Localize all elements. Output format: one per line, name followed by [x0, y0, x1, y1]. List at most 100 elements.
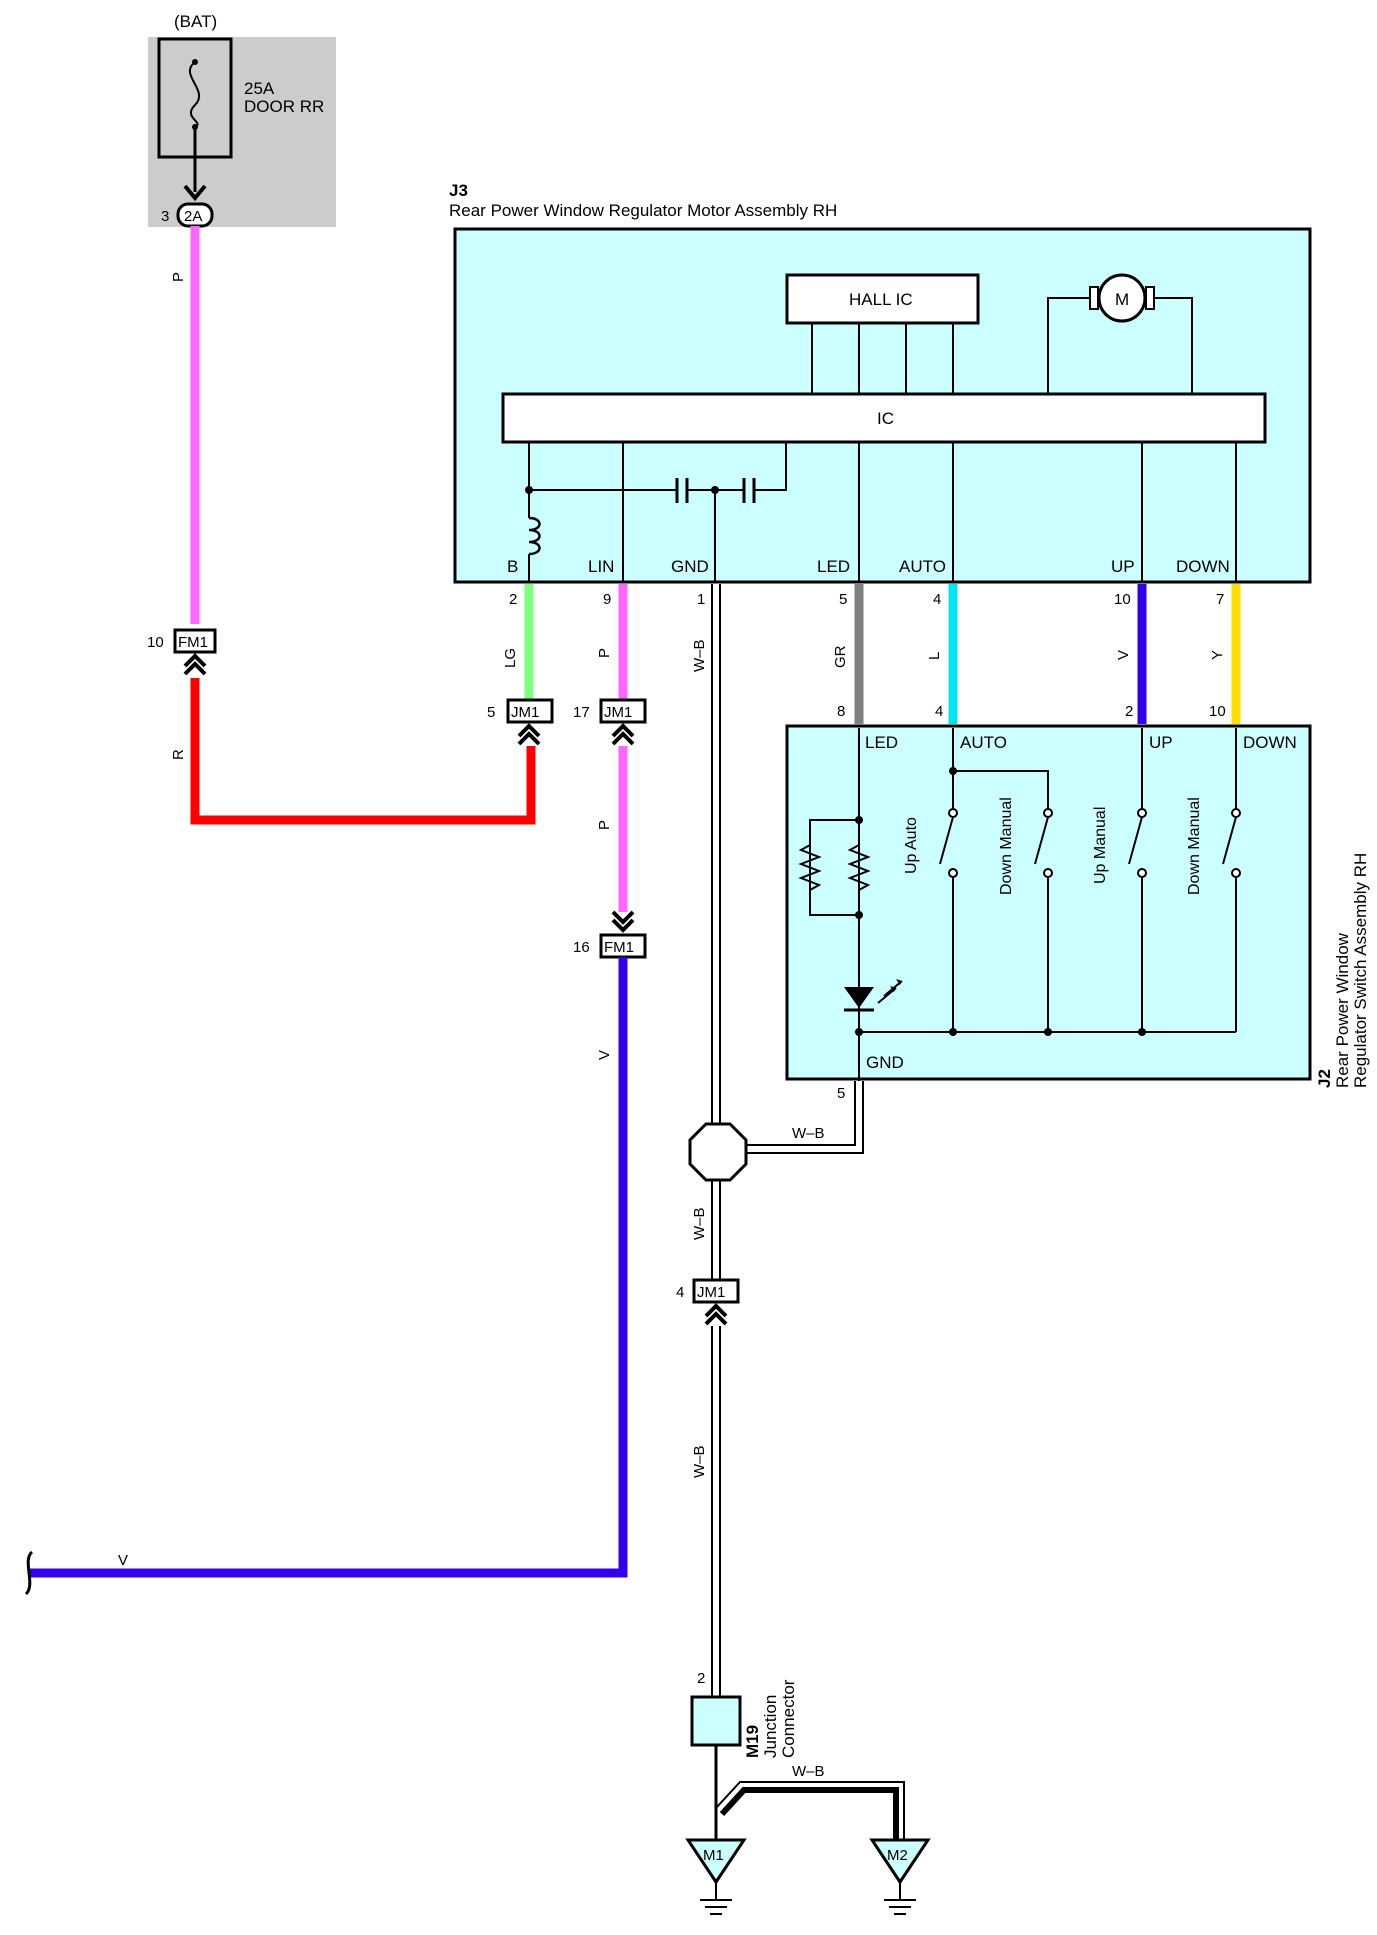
junction-name-2: Connector: [779, 1679, 798, 1758]
switch-assembly-name-1: Rear Power Window: [1333, 932, 1352, 1088]
led-ray-head-1: [890, 986, 896, 992]
switch-down-manual-2-icon: [1222, 816, 1237, 865]
jm1-gnd-arrow2-icon: [704, 1311, 728, 1326]
switch-up-auto-label: Up Auto: [903, 817, 920, 874]
pin-gnd: 1: [697, 591, 705, 608]
jm1-p-arrow2-icon: [611, 731, 635, 746]
ground-m1-label: M1: [703, 1847, 724, 1864]
switch-pin-auto: 4: [935, 703, 943, 720]
switch-label-led: LED: [865, 733, 898, 752]
fuse-connector-label: 2A: [184, 208, 202, 225]
wire-label-wb-splice: W–B: [792, 1125, 825, 1142]
ic-box: [501, 392, 1267, 444]
hall-ic-label: HALL IC: [849, 290, 913, 309]
junction-connector-box: [690, 1695, 742, 1747]
switch-gnd-pin: 5: [837, 1085, 845, 1102]
fuse-area-background: [148, 37, 336, 227]
connector-jm1-gnd-pin: 4: [676, 1284, 684, 1301]
switch-assembly-name-2: Regulator Switch Assembly RH: [1351, 853, 1370, 1088]
ground-m1-icon: [685, 1838, 747, 1885]
wire-label-v-left: V: [118, 1552, 128, 1569]
connector-fm1-a: [173, 628, 217, 654]
terminal-label-auto: AUTO: [899, 557, 946, 576]
switch-pin-down: 10: [1209, 703, 1226, 720]
wire-label-p-top: P: [170, 272, 187, 282]
motor-lead-right: [1148, 297, 1193, 394]
pin-led: 5: [839, 591, 847, 608]
wire-label-p-lin: P: [596, 648, 613, 658]
fuse-terminal-top: [192, 59, 198, 65]
switch-up-manual-icon: [1128, 816, 1143, 865]
terminal-label-lin: LIN: [588, 557, 614, 576]
switch-down-manual-2-label: Down Manual: [1186, 797, 1203, 895]
terminal-label-down: DOWN: [1176, 557, 1230, 576]
jm1-lg-arrow2-icon: [517, 731, 541, 746]
connector-jm1-lg: [506, 698, 554, 724]
fuse-element-icon: [188, 61, 201, 128]
wire-wb-ground-outer: [715, 1781, 905, 1840]
switch-up-manual-label: Up Manual: [1092, 807, 1109, 884]
connector-jm1-gnd-name: JM1: [697, 1284, 725, 1301]
splice-point-icon: [688, 1122, 748, 1182]
power-source-label: (BAT): [174, 12, 217, 31]
cap-lead-right: [754, 442, 787, 491]
wire-v: [30, 957, 628, 1578]
wire-label-gr: GR: [832, 645, 849, 668]
jm1-lg-arrow-icon: [517, 723, 541, 738]
connector-jm1-p: [599, 698, 647, 724]
switch-label-up: UP: [1149, 733, 1173, 752]
wire-label-wb-c: W–B: [691, 1445, 708, 1478]
jm1-gnd-arrow-icon: [704, 1303, 728, 1318]
motor-lead-left: [1047, 297, 1096, 394]
connector-jm1-lg-pin: 5: [487, 704, 495, 721]
junction-pin: 2: [697, 1670, 705, 1687]
pin-auto: 4: [933, 591, 941, 608]
wire-label-wb-b: W–B: [691, 1207, 708, 1240]
connector-fm1-a-name: FM1: [178, 634, 208, 651]
switch-up-manual-bottom: [1137, 868, 1147, 878]
switch-assembly-code: J2: [1315, 1069, 1334, 1088]
terminal-label-b: B: [507, 557, 518, 576]
fuse-connector-pin: 3: [161, 208, 169, 225]
wire-label-p-mid: P: [596, 820, 613, 830]
hall-ic-box: [785, 273, 980, 325]
connector-jm1-p-name: JM1: [604, 704, 632, 721]
wire-break-icon: [24, 1550, 34, 1596]
switch-down-manual-1-icon: [1034, 816, 1049, 865]
pin-lin: 9: [603, 591, 611, 608]
connector-jm1-lg-name: JM1: [511, 704, 539, 721]
fm1-b-arrow2-icon: [611, 918, 635, 933]
motor-assembly-name: Rear Power Window Regulator Motor Assemb…: [449, 201, 837, 220]
switch-label-auto: AUTO: [960, 733, 1007, 752]
junction-code: M19: [743, 1725, 762, 1758]
led-junction-mid: [855, 911, 863, 919]
switch-up-auto-top: [948, 808, 958, 818]
wire-r: [190, 678, 536, 825]
motor-brush-left: [1089, 286, 1099, 310]
switch-pin-up: 2: [1125, 703, 1133, 720]
ground-m2-icon: [869, 1838, 931, 1885]
switch-down-manual-2-top: [1231, 808, 1241, 818]
switch-label-down: DOWN: [1243, 733, 1297, 752]
connector-jm1-gnd: [692, 1278, 740, 1304]
switch-up-auto-icon: [939, 816, 954, 865]
pin-up: 10: [1114, 591, 1131, 608]
connector-jm1-p-pin: 17: [573, 704, 590, 721]
fm1-a-arrow-icon: [183, 653, 207, 668]
wire-wb-splice-outer: [746, 1081, 856, 1146]
fm1-b-arrow-icon: [611, 910, 635, 925]
switch-down-manual-1-top: [1043, 808, 1053, 818]
led-icon: [844, 987, 874, 1008]
wire-label-v-down: V: [596, 1050, 613, 1060]
switch-down-manual-2-bottom: [1231, 868, 1241, 878]
led-ray-head-2: [896, 979, 902, 985]
junction-name-1: Junction: [761, 1695, 780, 1758]
jm1-p-arrow-icon: [611, 723, 635, 738]
inductor-icon: [528, 516, 541, 556]
motor-brush-right: [1145, 286, 1155, 310]
terminal-label-up: UP: [1111, 557, 1135, 576]
switch-up-auto-bottom: [948, 868, 958, 878]
pin-down: 7: [1216, 591, 1224, 608]
wire-label-r: R: [170, 749, 187, 760]
ground-m2-label: M2: [887, 1847, 908, 1864]
